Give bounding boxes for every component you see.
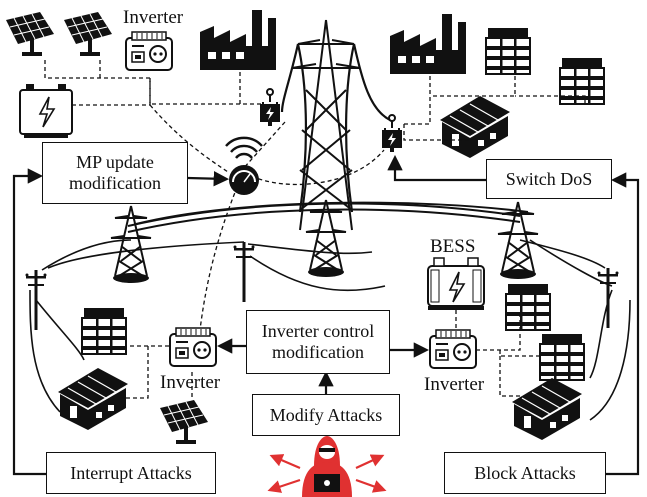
building-icon — [539, 333, 585, 381]
factory-icon — [390, 14, 466, 74]
wireless-icon — [225, 136, 263, 159]
mp-update-line-2: modification — [69, 173, 161, 193]
solar-panel-icon — [5, 11, 55, 57]
inverter-right-label: Inverter — [424, 374, 485, 395]
house-icon — [511, 377, 583, 441]
building-icon — [485, 27, 531, 75]
mp-update-line-1: MP update — [76, 152, 154, 172]
attack-arrows — [12, 154, 640, 476]
circuit-switch-icon — [381, 114, 403, 153]
utility-pole-icon — [233, 242, 255, 302]
connection-lines-bottom — [120, 310, 540, 400]
block-attacks-box: Block Attacks — [444, 452, 606, 494]
building-icon — [81, 307, 127, 355]
factory-icon — [200, 10, 276, 70]
transmission-tower-icon — [110, 205, 152, 284]
inverter-icon — [429, 329, 477, 369]
battery-icon — [19, 84, 73, 138]
transmission-tower-icon — [291, 19, 361, 231]
power-lines — [280, 43, 391, 213]
modify-attacks-box: Modify Attacks — [252, 394, 400, 436]
distribution-lines — [29, 239, 631, 421]
bess-battery-icon — [427, 257, 485, 310]
mp-update-modification-box: MP update modification — [42, 142, 188, 204]
hacker-icon — [302, 436, 352, 497]
interrupt-attacks-box: Interrupt Attacks — [46, 452, 216, 494]
inverter-control-line-2: modification — [272, 342, 364, 362]
transmission-tower-icon — [305, 199, 347, 278]
bess-label: BESS — [430, 236, 476, 257]
solar-panel-icon — [159, 399, 209, 445]
solar-panel-icon — [63, 11, 113, 57]
inverter-left-label: Inverter — [160, 372, 221, 393]
switch-dos-text: Switch DoS — [505, 168, 593, 189]
inverter-icon — [169, 327, 217, 367]
switch-dos-box: Switch DoS — [486, 159, 612, 199]
modify-attacks-text: Modify Attacks — [269, 404, 383, 425]
building-icon — [505, 283, 551, 331]
smart-meter-icon — [229, 165, 259, 195]
block-attacks-text: Block Attacks — [474, 462, 576, 483]
interrupt-attacks-text: Interrupt Attacks — [70, 462, 192, 483]
utility-pole-icon — [25, 270, 47, 330]
circuit-switch-icon — [259, 88, 281, 127]
inverter-top-label: Inverter — [123, 7, 184, 28]
inverter-control-modification-box: Inverter control modification — [246, 310, 390, 374]
inverter-icon — [125, 31, 173, 71]
hacker-attack-arrows — [267, 454, 387, 493]
utility-pole-icon — [597, 268, 619, 328]
building-icon — [559, 57, 605, 105]
house-icon — [439, 95, 511, 159]
house-icon — [57, 367, 129, 431]
inverter-control-line-1: Inverter control — [261, 321, 375, 341]
